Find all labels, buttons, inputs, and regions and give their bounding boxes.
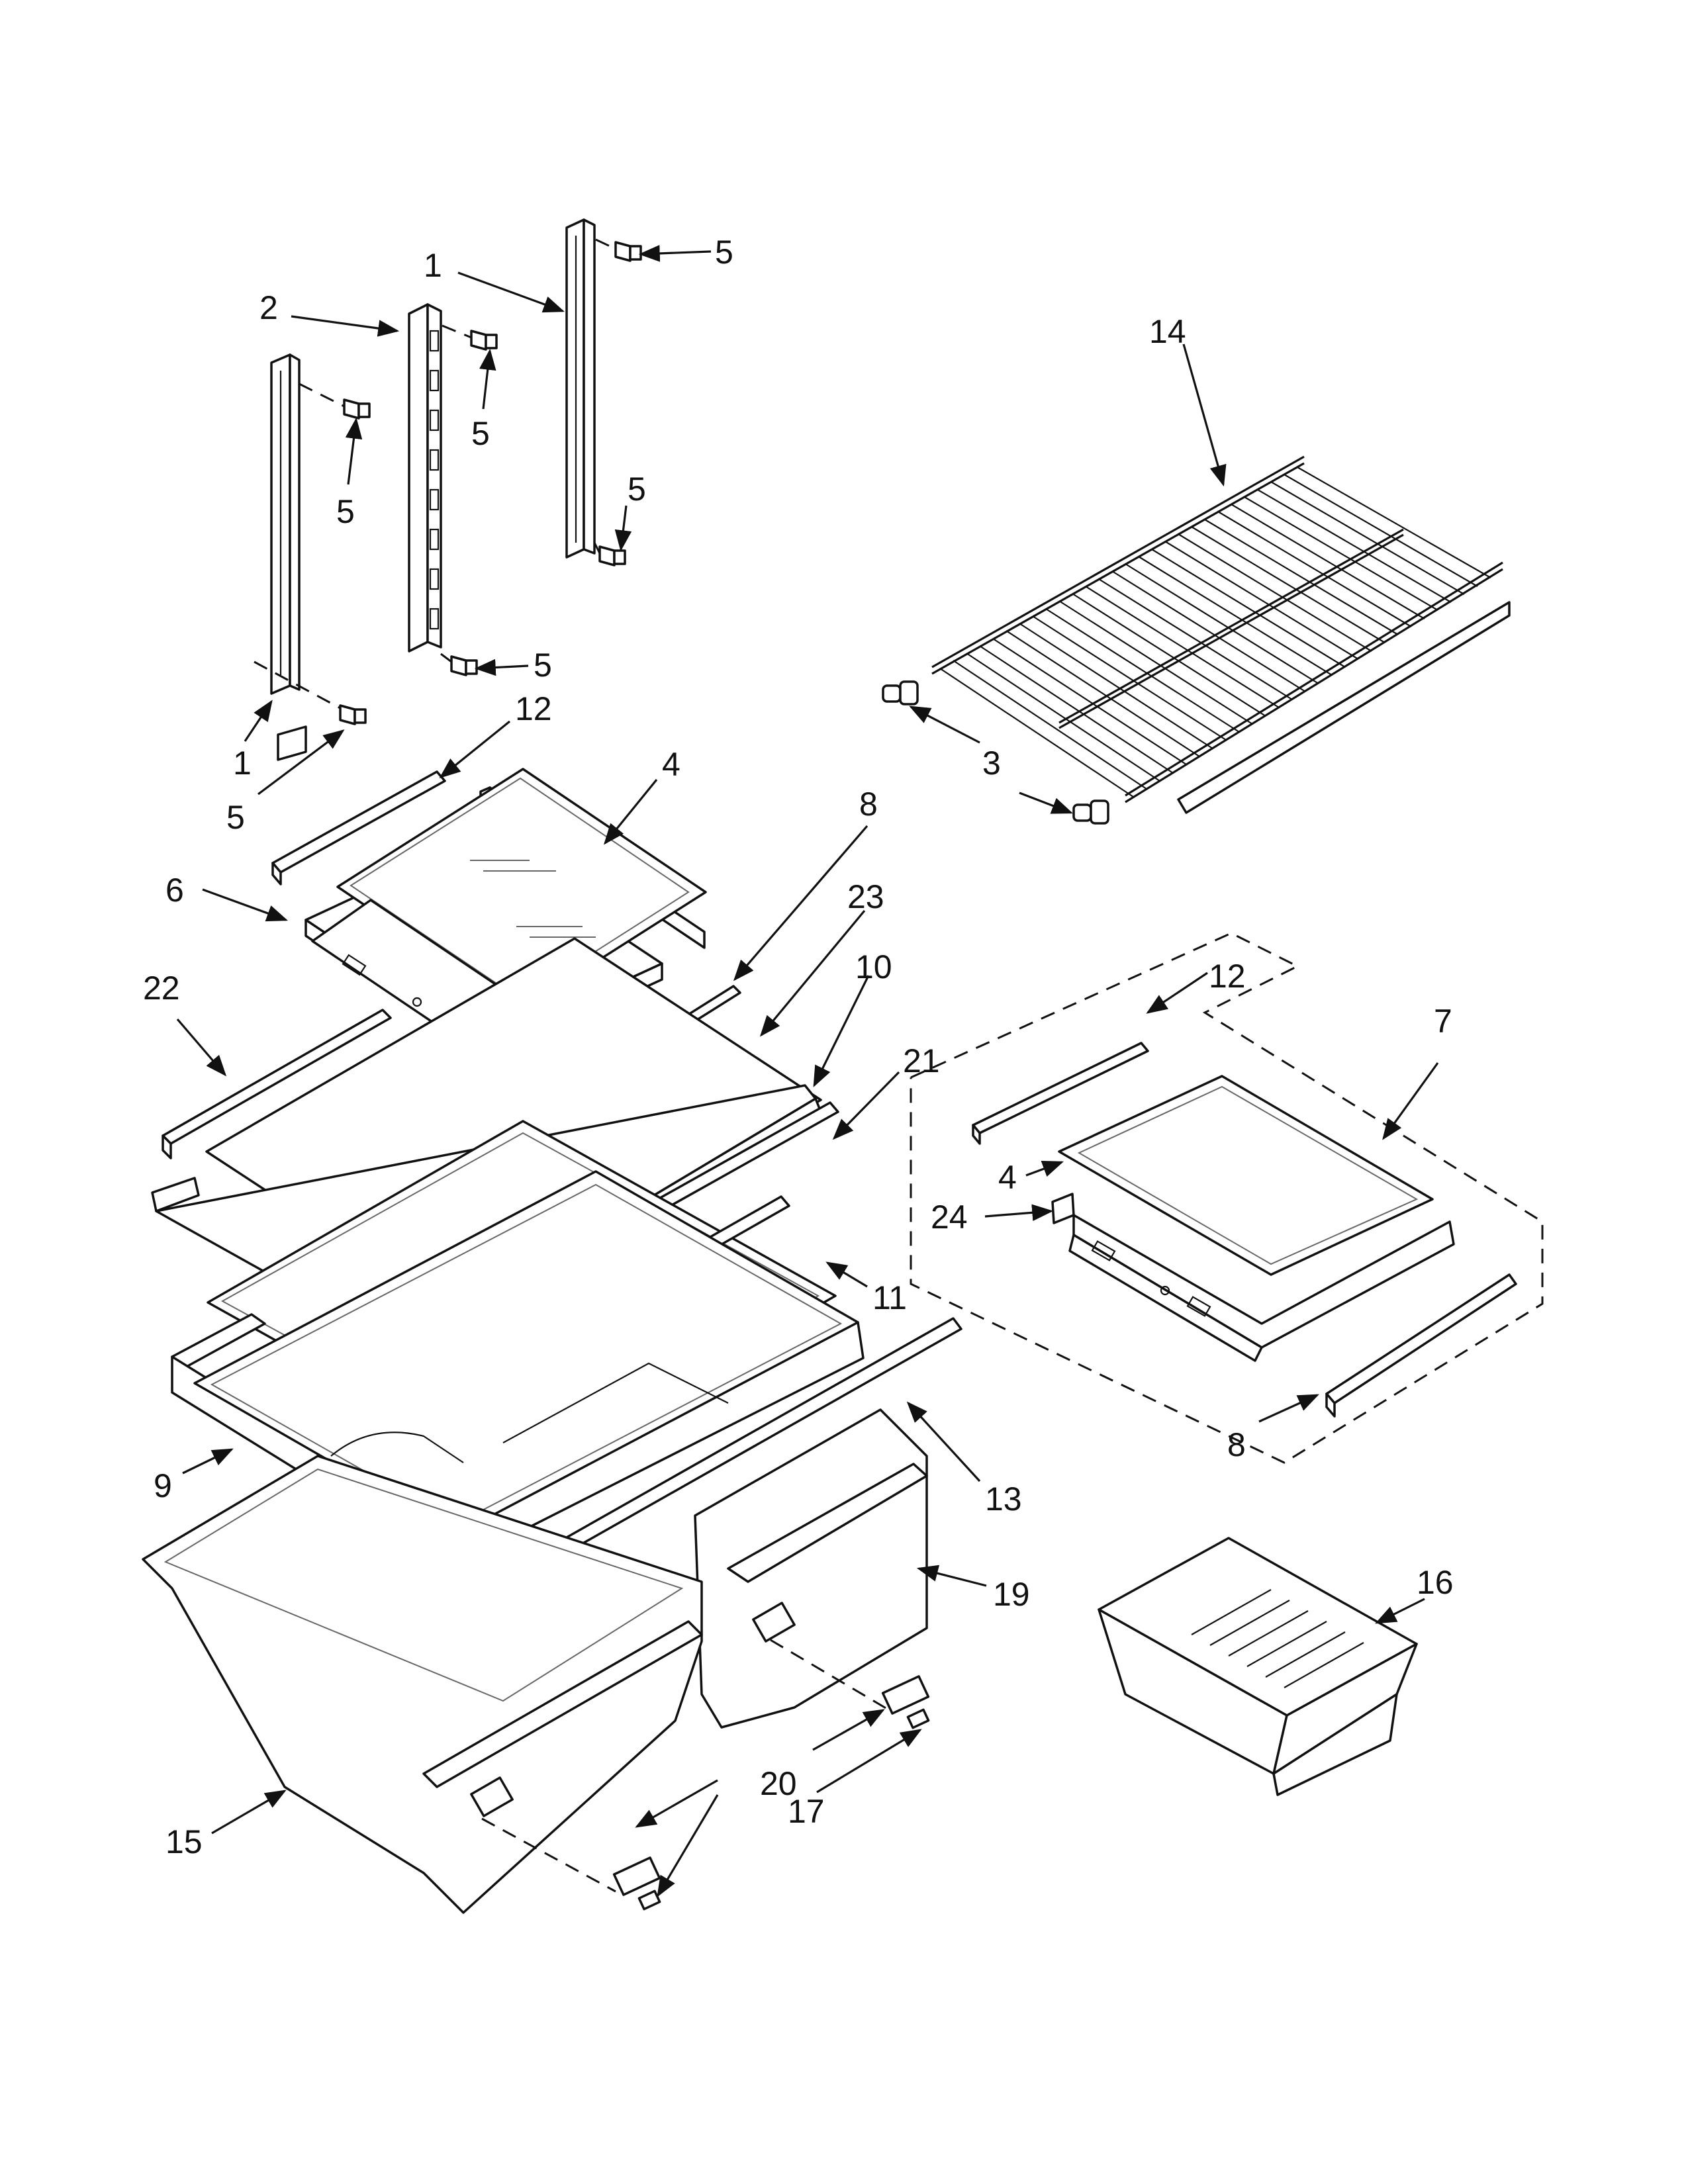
callout-5-d: 5 <box>628 471 646 508</box>
callout-1-top: 1 <box>424 247 442 284</box>
shelf-frame-24 <box>1051 1193 1455 1362</box>
leader-lines <box>176 245 1439 1897</box>
screw-icon <box>470 330 498 351</box>
shelf-trim-8-right <box>1325 1273 1517 1418</box>
callout-21: 21 <box>903 1042 940 1079</box>
callout-19: 19 <box>993 1576 1030 1613</box>
label-clip-17 <box>906 1708 930 1729</box>
shelf-trim-12-right <box>972 1042 1149 1145</box>
callout-5-a: 5 <box>715 234 733 271</box>
shelf-stud-icon <box>882 680 919 705</box>
callout-1-bottom: 1 <box>233 745 252 782</box>
screw-icon <box>450 655 478 676</box>
callout-10: 10 <box>855 948 892 985</box>
callout-7: 7 <box>1434 1003 1452 1040</box>
callout-11: 11 <box>872 1279 907 1316</box>
callout-6: 6 <box>165 872 184 909</box>
callout-12-upper: 12 <box>515 690 552 727</box>
callout-5-e: 5 <box>534 647 552 684</box>
callout-16: 16 <box>1417 1564 1454 1601</box>
crisper-drawer-left <box>142 1455 703 1914</box>
callout-9: 9 <box>154 1467 172 1504</box>
callout-5-c: 5 <box>336 493 355 530</box>
shelf-stud-group <box>882 680 1109 825</box>
callout-20: 20 <box>760 1765 797 1802</box>
meat-drawer-16 <box>1098 1537 1418 1796</box>
callout-5-f: 5 <box>226 799 245 836</box>
shelf-rail-right <box>565 218 596 559</box>
callout-4-upper: 4 <box>662 746 680 783</box>
callout-2: 2 <box>259 289 278 326</box>
label-clip-17-left <box>637 1889 661 1911</box>
shelf-rail-center <box>408 303 442 653</box>
shelf-stud-icon <box>1072 799 1109 825</box>
callout-3: 3 <box>982 745 1001 782</box>
label-holder-20 <box>881 1675 930 1715</box>
screw-icon <box>614 241 642 262</box>
callout-4-right: 4 <box>998 1159 1017 1196</box>
glass-shelf-4-right <box>1058 1075 1434 1276</box>
callout-24: 24 <box>931 1199 968 1236</box>
screw-icon <box>343 398 371 420</box>
shelf-rail-left <box>270 353 301 695</box>
callout-15: 15 <box>165 1823 203 1860</box>
crisper-drawer-right <box>694 1408 930 1729</box>
label-holder-20-left <box>612 1856 661 1896</box>
callout-8-upper: 8 <box>859 786 878 823</box>
callout-14: 14 <box>1149 313 1186 350</box>
callout-23: 23 <box>847 878 884 915</box>
callout-labels: 1 2 5 5 5 5 5 5 1 12 4 6 8 23 10 22 21 1… <box>143 234 1454 1860</box>
callout-13: 13 <box>985 1480 1022 1518</box>
screw-icon <box>598 545 626 567</box>
callout-12-right: 12 <box>1209 958 1246 995</box>
shelf-trim-22 <box>162 1009 392 1160</box>
callout-8-right: 8 <box>1227 1426 1246 1463</box>
callout-17: 17 <box>788 1793 825 1830</box>
shelf-assembly-7-boundary <box>910 932 1544 1464</box>
callout-22: 22 <box>143 970 180 1007</box>
screw-icon <box>339 704 367 725</box>
callout-5-b: 5 <box>471 415 490 452</box>
shelf-trim-12-upper <box>271 770 446 886</box>
wire-shelf <box>931 455 1511 814</box>
screw-group <box>254 238 642 725</box>
